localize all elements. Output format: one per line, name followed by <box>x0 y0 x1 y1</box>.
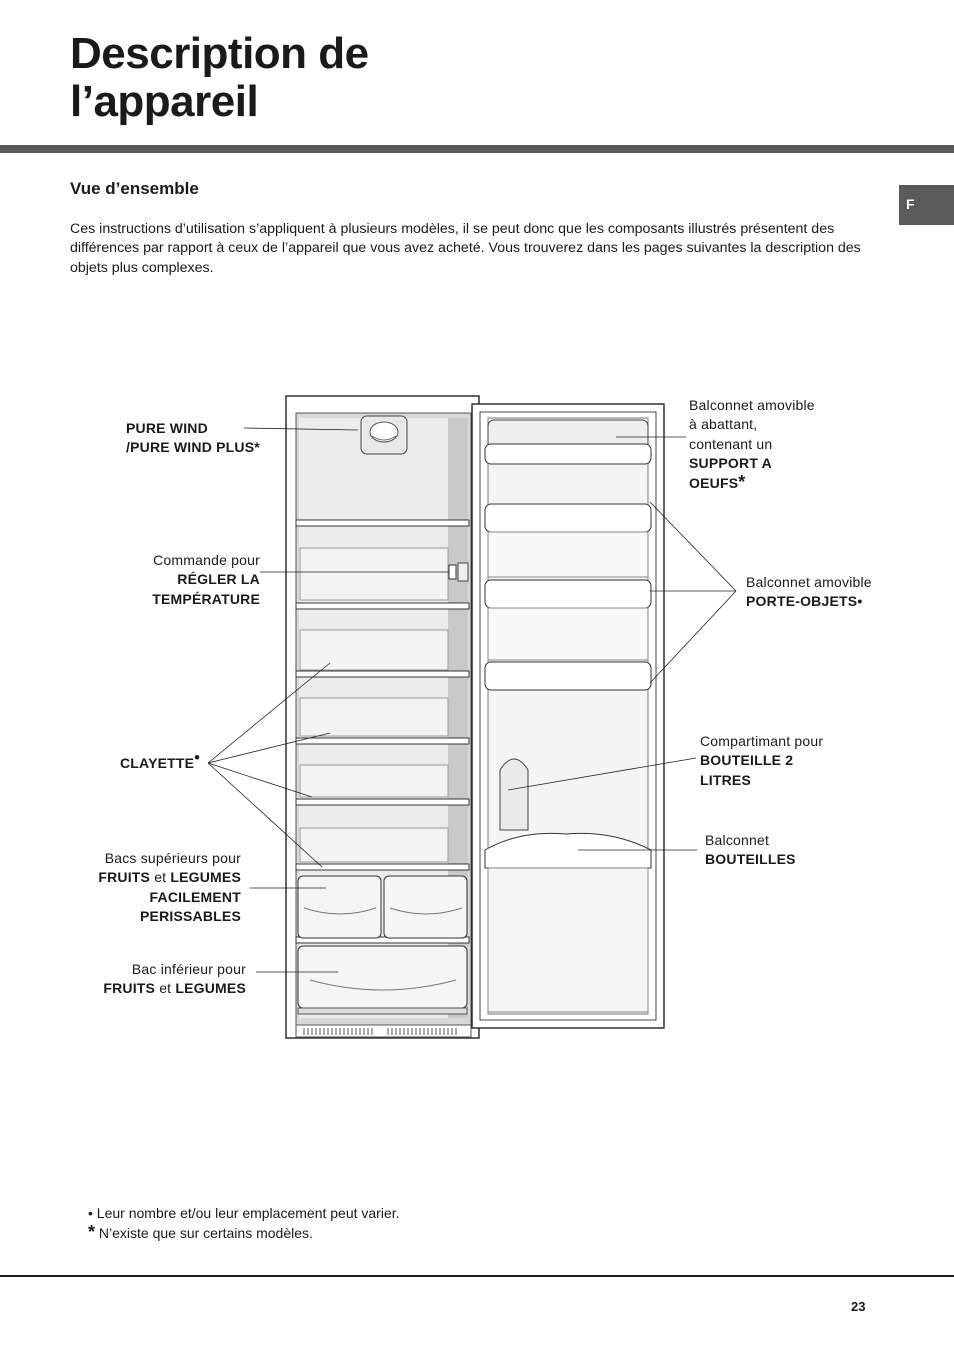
label-objets-line2: PORTE-OBJETS <box>746 593 858 610</box>
door-balcony-bottles <box>484 832 652 1013</box>
title-divider <box>0 145 954 153</box>
label-clayette-mark: • <box>194 749 201 767</box>
lower-crisper <box>297 945 468 1015</box>
label-compartiment-line3: LITRES <box>700 771 751 788</box>
label-commande-line2: RÉGLER LA <box>177 571 260 588</box>
fridge-diagram <box>207 395 737 1039</box>
label-bouteilles-line2: BOUTEILLES <box>705 851 796 868</box>
label-bac-inferieur: Bac inférieur pour FRUITS et LEGUMES <box>60 960 246 999</box>
footnote-2: * N’existe que sur certains modèles. <box>88 1223 400 1243</box>
label-oeufs-mark: * <box>738 472 746 493</box>
label-commande-line1: Commande pour <box>153 552 260 568</box>
label-bac-inf-legumes: LEGUMES <box>175 980 246 997</box>
door-balcony-1 <box>484 503 652 578</box>
label-balconnet-objets: Balconnet amovible PORTE-OBJETS• <box>746 573 872 612</box>
label-pure-wind-line1: PURE WIND <box>126 420 208 436</box>
footnotes: • Leur nombre et/ou leur emplacement peu… <box>88 1204 400 1243</box>
title-line-2: l’appareil <box>70 77 259 126</box>
label-oeufs-line1: Balconnet amovible <box>689 397 815 413</box>
footnote-1-symbol: • <box>88 1205 93 1221</box>
label-compartiment-line2: BOUTEILLE 2 <box>700 752 794 769</box>
label-commande: Commande pour RÉGLER LA TEMPÉRATURE <box>100 551 260 609</box>
label-oeufs-line3: contenant un <box>689 435 773 452</box>
door-balcony-2 <box>484 579 652 661</box>
footnote-2-symbol: * <box>88 1222 96 1242</box>
label-bacs-et: et <box>154 869 167 886</box>
upper-crispers <box>297 875 468 939</box>
label-compartiment: Compartimant pour BOUTEILLE 2 LITRES <box>700 732 823 790</box>
label-oeufs-line5: OEUFS <box>689 475 739 492</box>
title-line-1: Description de <box>70 29 369 78</box>
label-bac-inf-fruits: FRUITS <box>103 980 156 997</box>
footnote-1-text: Leur nombre et/ou leur emplacement peut … <box>96 1205 400 1221</box>
label-objets-line1: Balconnet amovible <box>746 574 872 590</box>
label-bac-inf-line1: Bac inférieur pour <box>131 961 246 977</box>
section-title: Vue d’ensemble <box>70 179 199 198</box>
label-bacs-legumes: LEGUMES <box>170 869 241 886</box>
door-balcony-3 <box>484 661 652 691</box>
thermostat-control <box>448 562 469 582</box>
label-clayette: CLAYETTE• <box>120 750 200 773</box>
label-bac-inf-et: et <box>159 980 172 997</box>
label-commande-line3: TEMPÉRATURE <box>152 590 260 607</box>
label-bacs-fruits: FRUITS <box>98 869 151 886</box>
language-tab: F <box>899 185 954 225</box>
label-bacs-line4: PERISSABLES <box>140 907 241 924</box>
bottle-compartment <box>499 758 529 831</box>
footnote-1: • Leur nombre et/ou leur emplacement peu… <box>88 1204 400 1223</box>
label-oeufs-line4: SUPPORT A <box>689 454 772 471</box>
leader-lines <box>207 427 737 973</box>
intro-paragraph: Ces instructions d’utilisation s’appliqu… <box>70 221 861 276</box>
page-title: Description de l’appareil <box>70 30 369 126</box>
label-objets-mark: • <box>857 593 863 610</box>
label-bacs-superieurs: Bacs supérieurs pour FRUITS et LEGUMES F… <box>60 849 241 926</box>
label-balconnet-oeufs: Balconnet amovible à abattant, contenant… <box>689 396 815 493</box>
label-bacs-line1: Bacs supérieurs pour <box>104 850 241 866</box>
label-oeufs-line2: à abattant, <box>689 416 758 433</box>
door-balcony-eggs <box>484 419 652 465</box>
pure-wind-unit <box>360 415 408 455</box>
label-compartiment-line1: Compartimant pour <box>700 733 824 749</box>
label-balconnet-bouteilles: Balconnet BOUTEILLES <box>705 831 796 870</box>
label-bouteilles-line1: Balconnet <box>705 832 770 848</box>
label-clayette-text: CLAYETTE <box>120 755 195 771</box>
footnote-2-text: N’existe que sur certains modèles. <box>98 1225 313 1241</box>
label-pure-wind: PURE WIND /PURE WIND PLUS* <box>126 419 260 458</box>
footer-divider <box>0 1275 954 1277</box>
label-pure-wind-line2: /PURE WIND PLUS* <box>126 439 260 456</box>
page-number: 23 <box>851 1299 866 1314</box>
label-bacs-line3: FACILEMENT <box>149 888 241 905</box>
